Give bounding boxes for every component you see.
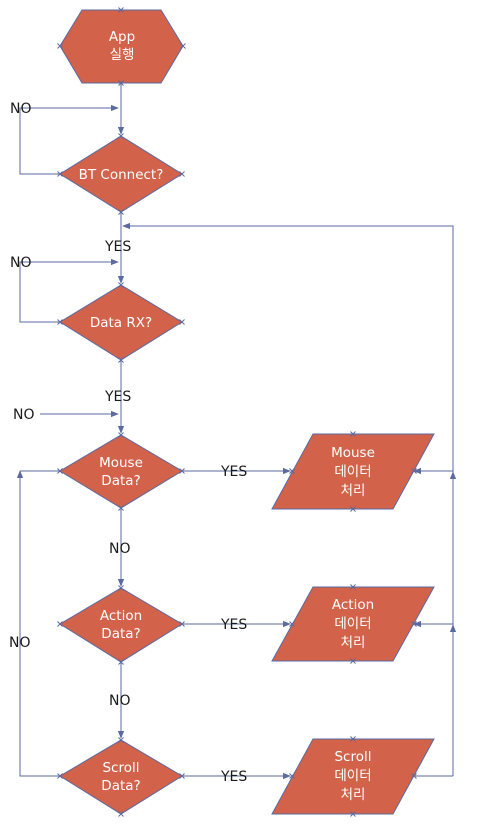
action-data-line2: Data? xyxy=(101,626,140,642)
label-action-no: NO xyxy=(109,693,131,709)
connection-point-marker xyxy=(179,171,185,177)
edge-bt-no-loop xyxy=(19,104,119,175)
connection-point-marker xyxy=(57,171,63,177)
label-mouse-top-no: NO xyxy=(13,407,35,423)
label-action-yes: YES xyxy=(220,617,247,633)
action-data-line1: Action xyxy=(100,608,142,624)
bt-connect-decision: BT Connect? xyxy=(59,135,183,213)
label-bt-no: NO xyxy=(10,101,32,117)
connection-point-marker xyxy=(118,811,124,817)
action-data-decision: Action Data? xyxy=(59,587,183,663)
scroll-data-line1: Scroll xyxy=(102,760,139,776)
connection-point-marker xyxy=(118,209,124,215)
action-process-line1: Action xyxy=(332,597,374,613)
connection-point-marker xyxy=(350,506,356,512)
scroll-process-line1: Scroll xyxy=(334,749,371,765)
label-mouse-yes: YES xyxy=(220,464,247,480)
connection-point-marker xyxy=(118,659,124,665)
connection-point-marker xyxy=(118,282,124,288)
data-rx-decision: Data RX? xyxy=(59,284,183,361)
connection-point-marker xyxy=(289,773,295,779)
mouse-data-line2: Data? xyxy=(101,473,140,489)
label-scroll-yes: YES xyxy=(220,769,247,785)
label-rx-yes: YES xyxy=(104,389,131,405)
connection-point-marker xyxy=(289,468,295,474)
connection-point-marker xyxy=(350,811,356,817)
mouse-process-line2: 데이터 xyxy=(334,464,371,480)
mouse-process: Mouse 데이터 처리 xyxy=(271,433,435,510)
action-process-line2: 데이터 xyxy=(334,616,371,632)
edge-right-rail-top xyxy=(122,222,454,472)
connection-markers xyxy=(57,7,417,817)
connection-point-marker xyxy=(57,468,63,474)
connection-point-marker xyxy=(118,585,124,591)
connection-point-marker xyxy=(411,468,417,474)
mouse-data-decision: Mouse Data? xyxy=(59,434,183,509)
start-node-line2: 실행 xyxy=(110,47,135,63)
connection-point-marker xyxy=(57,621,63,627)
label-bt-yes: YES xyxy=(104,239,131,255)
label-rx-no: NO xyxy=(10,255,32,271)
action-process-line3: 처리 xyxy=(341,635,366,651)
mouse-process-line3: 처리 xyxy=(341,483,366,499)
scroll-process-line3: 처리 xyxy=(341,787,366,803)
start-node-line1: App xyxy=(109,29,135,45)
connection-point-marker xyxy=(350,584,356,590)
connection-point-marker xyxy=(411,773,417,779)
connection-point-marker xyxy=(411,621,417,627)
connection-point-marker xyxy=(118,737,124,743)
connection-point-marker xyxy=(118,505,124,511)
connection-point-marker xyxy=(350,736,356,742)
connection-point-marker xyxy=(179,621,185,627)
connection-point-marker xyxy=(118,80,124,86)
label-scroll-no: NO xyxy=(9,635,31,651)
connection-point-marker xyxy=(118,432,124,438)
connection-point-marker xyxy=(118,357,124,363)
connection-point-marker xyxy=(57,773,63,779)
connection-point-marker xyxy=(179,468,185,474)
label-mouse-no: NO xyxy=(109,541,131,557)
start-node: App 실행 xyxy=(59,9,184,84)
connection-point-marker xyxy=(180,43,186,49)
connection-point-marker xyxy=(179,773,185,779)
mouse-data-line1: Mouse xyxy=(99,455,143,471)
scroll-process-line2: 데이터 xyxy=(334,768,371,784)
scroll-data-line2: Data? xyxy=(101,778,140,794)
connection-point-marker xyxy=(118,133,124,139)
connection-point-marker xyxy=(179,319,185,325)
connection-point-marker xyxy=(289,621,295,627)
mouse-process-line1: Mouse xyxy=(331,445,375,461)
scroll-data-decision: Scroll Data? xyxy=(59,739,183,815)
connection-point-marker xyxy=(350,431,356,437)
scroll-process: Scroll 데이터 처리 xyxy=(271,738,435,815)
connection-point-marker xyxy=(350,658,356,664)
connection-point-marker xyxy=(118,7,124,13)
action-process: Action 데이터 처리 xyxy=(271,586,435,662)
connection-point-marker xyxy=(57,319,63,325)
data-rx-label: Data RX? xyxy=(90,315,152,331)
edge-scroll-no-loop xyxy=(16,470,60,777)
connection-point-marker xyxy=(57,43,63,49)
edge-rx-no-loop xyxy=(19,258,119,323)
bt-connect-label: BT Connect? xyxy=(79,167,164,183)
